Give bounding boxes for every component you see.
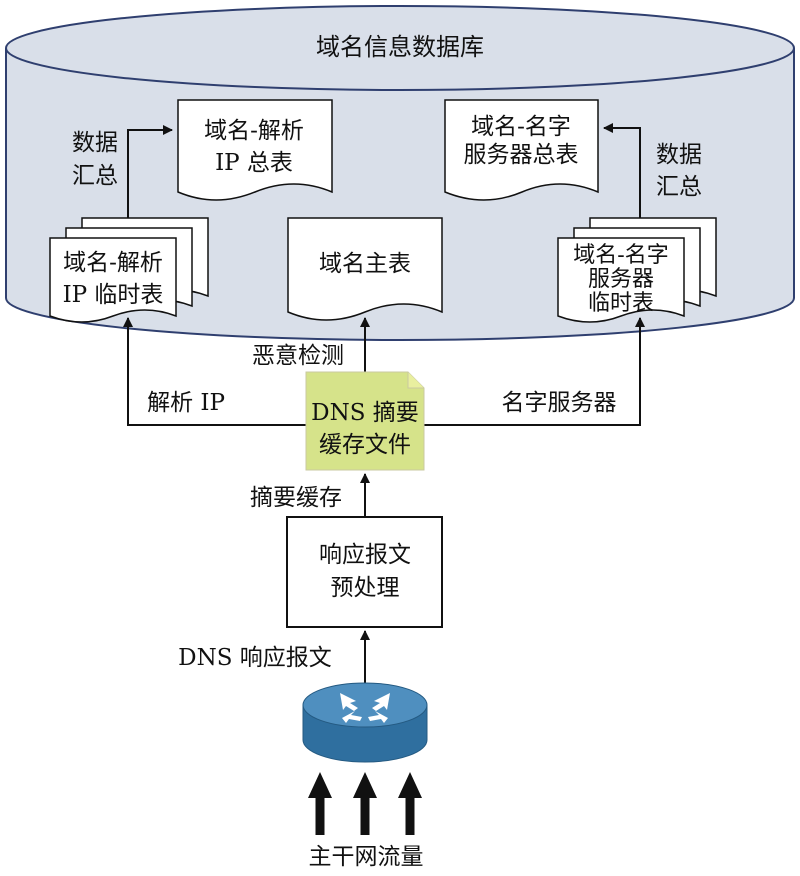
data-summary-left-line1: 数据 [72,130,118,156]
preprocess-line2: 预处理 [331,575,400,601]
doc-main-table-line1: 域名主表 [319,251,411,277]
traffic-arrow-head [353,772,377,798]
traffic-arrow-head [308,772,332,798]
doc-stack-front [557,237,685,323]
note-fold [407,372,424,389]
preprocess-line1: 响应报文 [319,542,411,568]
doc-resolve-ip-total-line2: IP 总表 [215,150,293,176]
label-name-server: 名字服务器 [502,390,617,416]
doc-stack-front [49,237,177,323]
label-summary-cache: 摘要缓存 [250,485,342,511]
doc-ns-total-line1: 域名-名字 [471,114,571,140]
doc-resolve-ip-temp: 域名-解析 IP 临时表 [49,217,209,323]
doc-ns-temp: 域名-名字 服务器 临时表 [557,217,717,323]
traffic-arrows [308,772,422,835]
doc-shape [444,99,599,201]
label-malicious-detection: 恶意检测 [252,343,344,369]
label-dns-response: DNS 响应报文 [178,645,332,671]
router-icon [302,682,428,763]
response-preprocess-box: 响应报文 预处理 [286,516,443,628]
data-summary-left-arrow [127,125,173,218]
data-summary-right-line1: 数据 [656,142,702,168]
data-summary-right-line2: 汇总 [656,174,702,200]
doc-resolve-ip-temp-line1: 域名-解析 [63,250,163,276]
data-summary-right-arrow [603,123,641,218]
cache-file-line2: 缓存文件 [319,432,411,458]
label-resolve-ip: 解析 IP [147,390,225,416]
cache-file-line1: DNS 摘要 [311,400,419,426]
router-arrows [340,693,390,723]
doc-main-table: 域名主表 [287,217,443,321]
arrow-name-server [424,317,645,426]
doc-ns-total-line2: 服务器总表 [464,142,579,168]
doc-shape [287,217,443,321]
arrow-resolve-ip [123,317,306,426]
doc-ns-temp-line3: 临时表 [588,291,654,316]
database-top [5,5,795,91]
doc-ns-temp-line2: 服务器 [588,267,654,292]
doc-ns-temp-line1: 域名-名字 [573,243,668,268]
doc-ns-total: 域名-名字 服务器总表 [444,99,599,201]
doc-resolve-ip-total: 域名-解析 IP 总表 [177,99,333,201]
preprocess-rect [286,516,443,628]
note-shape [305,371,425,471]
doc-shape [177,99,333,201]
data-summary-left-line2: 汇总 [72,163,118,189]
dns-cache-file: DNS 摘要 缓存文件 [305,371,425,471]
doc-resolve-ip-total-line1: 域名-解析 [204,118,304,144]
database-title: 域名信息数据库 [316,33,484,61]
label-backbone-traffic: 主干网流量 [309,844,424,870]
router-top [302,682,428,728]
doc-resolve-ip-temp-line2: IP 临时表 [63,282,164,308]
traffic-arrow-head [398,772,422,798]
